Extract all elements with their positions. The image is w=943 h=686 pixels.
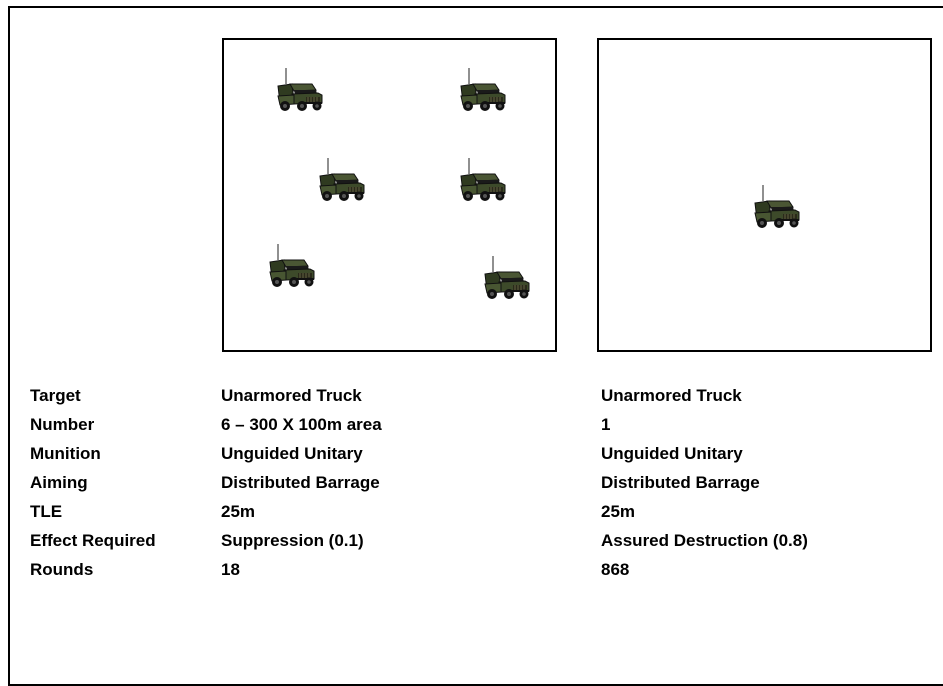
military-truck-icon xyxy=(314,158,366,202)
left-tle: 25m xyxy=(221,501,382,530)
label-effect: Effect Required xyxy=(30,530,156,559)
military-truck-icon xyxy=(749,185,801,229)
left-rounds: 18 xyxy=(221,559,382,588)
right-number: 1 xyxy=(601,414,808,443)
label-rounds: Rounds xyxy=(30,559,156,588)
label-aiming: Aiming xyxy=(30,472,156,501)
left-scenario-panel xyxy=(222,38,557,352)
left-target: Unarmored Truck xyxy=(221,385,382,414)
left-scenario-values: Unarmored Truck 6 – 300 X 100m area Ungu… xyxy=(221,385,382,588)
left-number: 6 – 300 X 100m area xyxy=(221,414,382,443)
label-munition: Munition xyxy=(30,443,156,472)
military-truck-icon xyxy=(455,158,507,202)
right-tle: 25m xyxy=(601,501,808,530)
right-aiming: Distributed Barrage xyxy=(601,472,808,501)
left-aiming: Distributed Barrage xyxy=(221,472,382,501)
right-scenario-panel xyxy=(597,38,932,352)
left-munition: Unguided Unitary xyxy=(221,443,382,472)
military-truck-icon xyxy=(479,256,531,300)
label-number: Number xyxy=(30,414,156,443)
military-truck-icon xyxy=(272,68,324,112)
right-effect: Assured Destruction (0.8) xyxy=(601,530,808,559)
right-rounds: 868 xyxy=(601,559,808,588)
right-target: Unarmored Truck xyxy=(601,385,808,414)
military-truck-icon xyxy=(264,244,316,288)
left-effect: Suppression (0.1) xyxy=(221,530,382,559)
label-tle: TLE xyxy=(30,501,156,530)
right-scenario-values: Unarmored Truck 1 Unguided Unitary Distr… xyxy=(601,385,808,588)
military-truck-icon xyxy=(455,68,507,112)
label-target: Target xyxy=(30,385,156,414)
right-munition: Unguided Unitary xyxy=(601,443,808,472)
parameter-labels: Target Number Munition Aiming TLE Effect… xyxy=(30,385,156,588)
